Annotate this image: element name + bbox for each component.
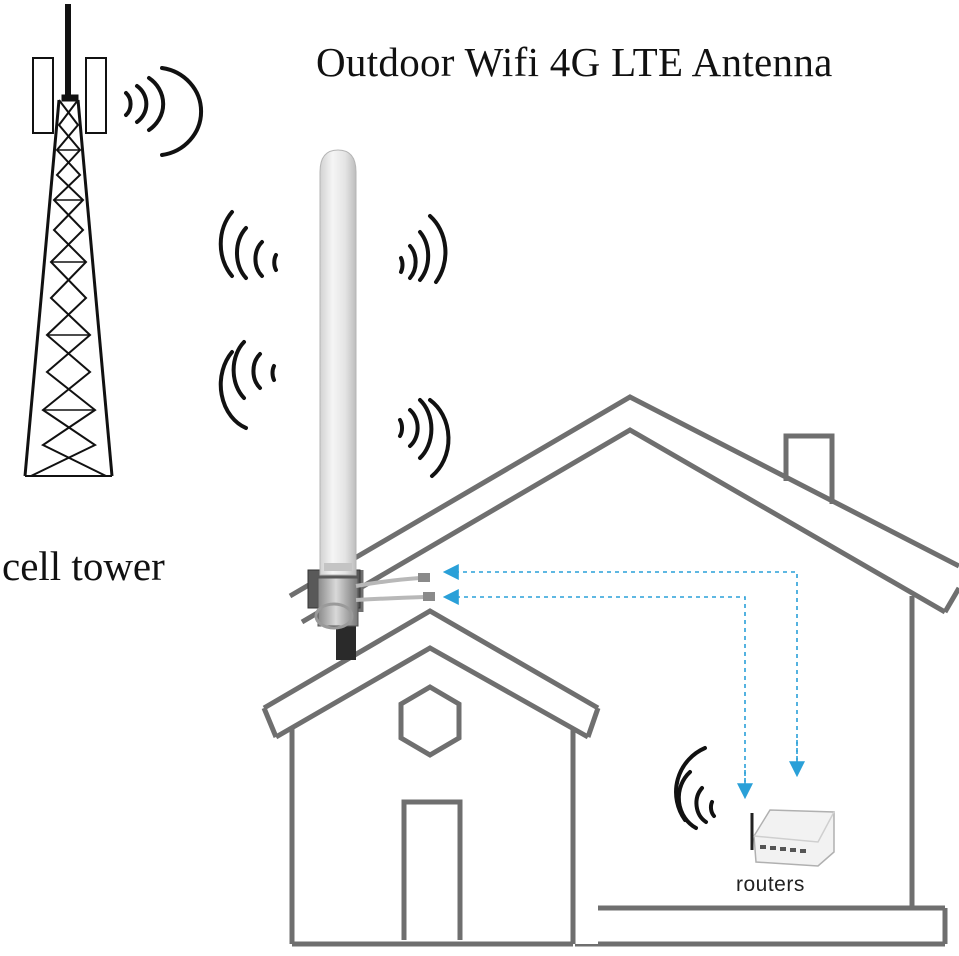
signal-wave-icon (674, 746, 716, 830)
diagram-title: Outdoor Wifi 4G LTE Antenna (316, 39, 833, 85)
house-icon (261, 608, 601, 947)
cell-tower-icon (23, 4, 114, 477)
house-icon (288, 394, 959, 947)
signal-wave-icon (124, 66, 204, 157)
antenna-icon (307, 149, 435, 660)
router-icon (750, 809, 835, 867)
routers-label: routers (736, 873, 805, 896)
cable-arrows (442, 564, 805, 800)
cell-tower-label: cell tower (2, 543, 165, 589)
signal-wave-icon (218, 210, 451, 478)
